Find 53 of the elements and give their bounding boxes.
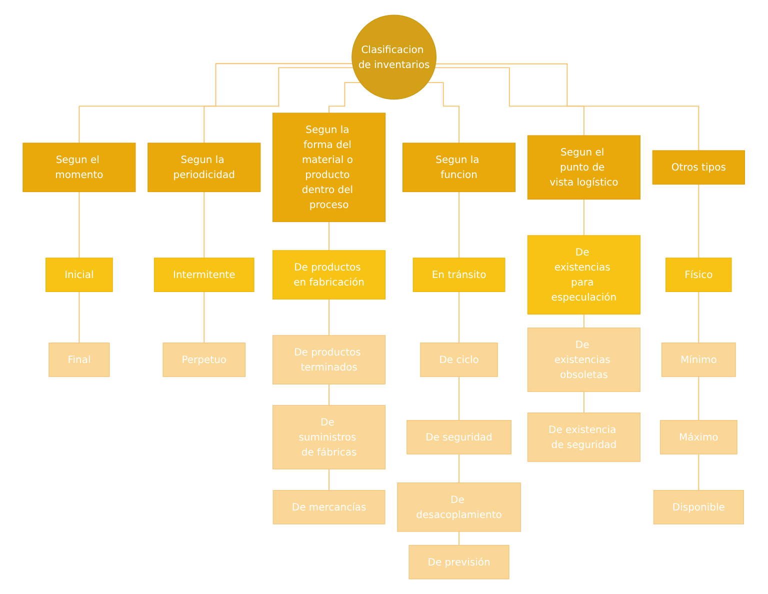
node-box: Físico — [666, 258, 732, 292]
node-circle: Clasificacion de inventarios — [352, 14, 437, 100]
connector — [328, 468, 330, 491]
node-box: De existencias obsoletas — [528, 328, 641, 392]
node-box: De existencia de seguridad — [528, 412, 641, 462]
connector — [328, 82, 362, 114]
node-box: Segun el momento — [22, 142, 136, 192]
connector — [78, 291, 80, 344]
node-box: Final — [48, 342, 110, 377]
connector — [698, 454, 700, 491]
connector — [328, 298, 330, 336]
node-box: De seguridad — [406, 420, 512, 454]
node-box: En tránsito — [412, 258, 506, 292]
connector — [78, 63, 354, 144]
node-box: Intermitente — [154, 258, 254, 292]
connector — [204, 191, 205, 258]
node-box: Disponible — [654, 490, 744, 524]
connector — [458, 191, 460, 258]
node-box: De productos terminados — [272, 335, 386, 384]
node-box: Perpetuo — [162, 342, 246, 377]
connector — [458, 531, 460, 546]
node-box: Inicial — [46, 258, 114, 292]
node-box: Máximo — [660, 420, 738, 454]
connector — [584, 198, 585, 236]
node-box: De existencias para especulación — [528, 235, 641, 314]
node-box: Segun la forma del material o producto dentro del proceso — [272, 112, 386, 222]
node-box: De suministros de fábricas — [272, 405, 386, 470]
connector — [204, 291, 205, 344]
node-box: Mínimo — [662, 342, 736, 377]
node-box: Otros tipos — [652, 150, 746, 185]
node-box: De desacoplamiento — [397, 482, 522, 532]
connector — [328, 221, 330, 251]
node-box: Segun la funcion — [402, 142, 516, 192]
connector — [458, 376, 460, 421]
connector — [435, 63, 700, 151]
connector — [584, 314, 585, 328]
connector — [584, 391, 585, 414]
connector — [434, 67, 585, 136]
connector — [698, 291, 700, 344]
node-box: De previsión — [408, 544, 510, 580]
node-box: Segun el punto de vista logístico — [528, 135, 641, 200]
connector — [698, 184, 700, 258]
connector — [328, 384, 330, 406]
connector — [427, 82, 460, 144]
connector — [458, 291, 460, 344]
node-box: De ciclo — [420, 342, 498, 377]
node-box: De productos en fabricación — [272, 250, 386, 300]
connector — [78, 191, 80, 258]
connector — [458, 454, 460, 484]
node-box: Segun la periodicidad — [148, 142, 261, 192]
node-box: De mercancías — [273, 490, 386, 524]
connector — [204, 67, 354, 144]
connector — [698, 376, 700, 421]
